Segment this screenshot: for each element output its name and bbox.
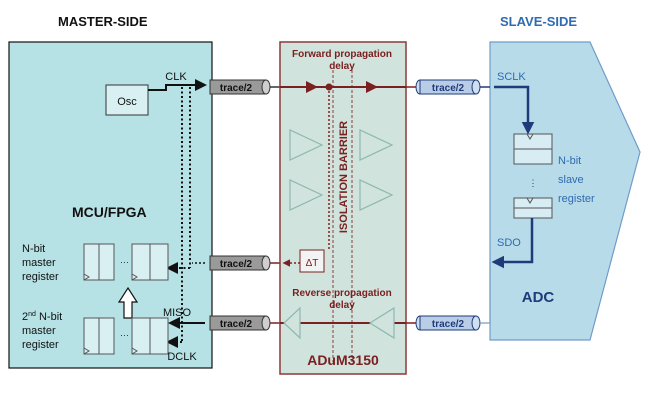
dclk-label: DCLK [167, 351, 197, 363]
slave-side-heading: SLAVE-SIDE [500, 14, 577, 29]
trace-label-2: trace/2 [220, 259, 253, 270]
isolator-part-number: ADuM3150 [307, 352, 379, 368]
svg-text:⋮: ⋮ [529, 178, 538, 188]
miso-label: MISO [163, 307, 192, 319]
second-master-line2: master [22, 325, 56, 337]
second-master-line1: 2nd N-bit [22, 311, 62, 323]
trace-label-5: trace/2 [432, 319, 465, 330]
nbit-master-line1: N-bit [22, 243, 45, 255]
mcu-fpga-label: MCU/FPGA [72, 204, 147, 220]
transfer-up-arrow [117, 286, 139, 319]
svg-text:⋯: ⋯ [120, 257, 129, 267]
wire-slave-sdo-out [480, 262, 491, 324]
trace-clk-master: trace/2 [209, 79, 271, 95]
reverse-buffer-1 [283, 306, 301, 340]
forward-arrowhead-2 [366, 81, 378, 93]
forward-arrowhead-1 [306, 81, 318, 93]
reverse-buffer-2 [368, 306, 395, 340]
reverse-delay-line2: delay [329, 300, 355, 311]
sdo-arrow [491, 218, 534, 269]
trace-dclk-master: trace/2 [209, 255, 271, 271]
nbit-slave-line3: register [558, 193, 595, 205]
osc-label: Osc [117, 96, 137, 108]
trace-miso-slave: trace/2 [415, 315, 481, 331]
buffer-row-1 [289, 129, 394, 161]
sclk-label: SCLK [497, 71, 526, 83]
second-master-register: ⋯ [83, 317, 169, 355]
buffer-row-2 [289, 179, 394, 211]
trace-miso-master: trace/2 [209, 315, 271, 331]
reverse-delay-line1: Reverse propagation [292, 288, 391, 299]
sclk-arrow [494, 85, 535, 135]
svg-text:⋯: ⋯ [120, 330, 129, 340]
master-side-heading: MASTER-SIDE [58, 14, 148, 29]
trace-clk-slave: trace/2 [415, 79, 481, 95]
nbit-slave-line2: slave [558, 174, 584, 186]
osc-box [105, 84, 149, 116]
nbit-master-line3: register [22, 271, 59, 283]
clk-label: CLK [165, 71, 187, 83]
second-master-line3: register [22, 339, 59, 351]
sdo-label: SDO [497, 237, 521, 249]
nbit-master-register: ⋯ [83, 243, 169, 281]
delta-t-box [299, 249, 325, 273]
delta-t-label: ΔT [306, 258, 319, 269]
forward-delay-line1: Forward propagation [292, 49, 392, 60]
clk-wire [148, 84, 195, 91]
nbit-slave-register: ⋮ [513, 133, 553, 219]
trace-label-4: trace/2 [432, 83, 465, 94]
trace-label-3: trace/2 [220, 319, 253, 330]
nbit-master-line2: master [22, 257, 56, 269]
nbit-slave-line1: N-bit [558, 155, 581, 167]
forward-delay-line2: delay [329, 61, 355, 72]
adc-label: ADC [522, 289, 555, 306]
isolation-barrier-label: ISOLATION BARRIER [338, 121, 350, 233]
trace-label-1: trace/2 [220, 83, 253, 94]
